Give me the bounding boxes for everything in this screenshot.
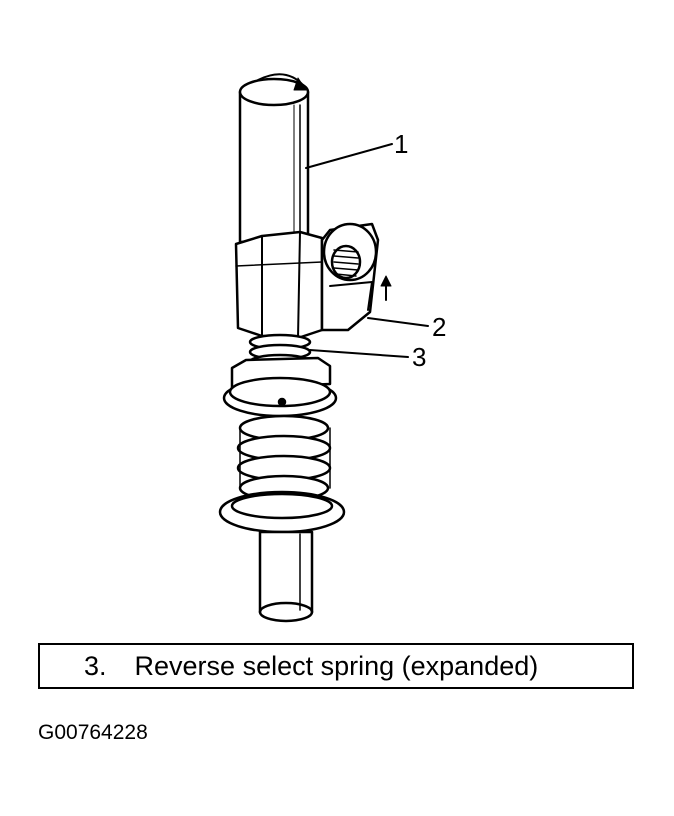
callout-3-leader [309, 349, 409, 358]
upper-shaft [238, 77, 310, 244]
callout-2: 2 [432, 312, 447, 342]
callout-3: 3 [412, 342, 427, 372]
hex-collar [234, 230, 324, 340]
figure-id: G00764228 [38, 721, 148, 744]
caption-index: 3. [84, 650, 107, 681]
callout-2-leader [367, 317, 429, 327]
reverse-select-lever [320, 222, 380, 332]
lower-washer [218, 490, 346, 534]
caption-text: Reverse select spring (expanded) [134, 650, 539, 681]
shift-shaft-illustration [218, 73, 429, 623]
lower-shaft [258, 530, 314, 623]
rotation-arrow-icon [257, 73, 307, 91]
callout-1: 1 [394, 129, 409, 159]
caption-legend-box: 3. Reverse select spring (expanded) [38, 643, 634, 689]
up-arrow-icon [380, 275, 392, 301]
callout-1-leader [305, 143, 393, 169]
main-coil-spring [236, 414, 332, 502]
upper-flange [222, 356, 338, 418]
